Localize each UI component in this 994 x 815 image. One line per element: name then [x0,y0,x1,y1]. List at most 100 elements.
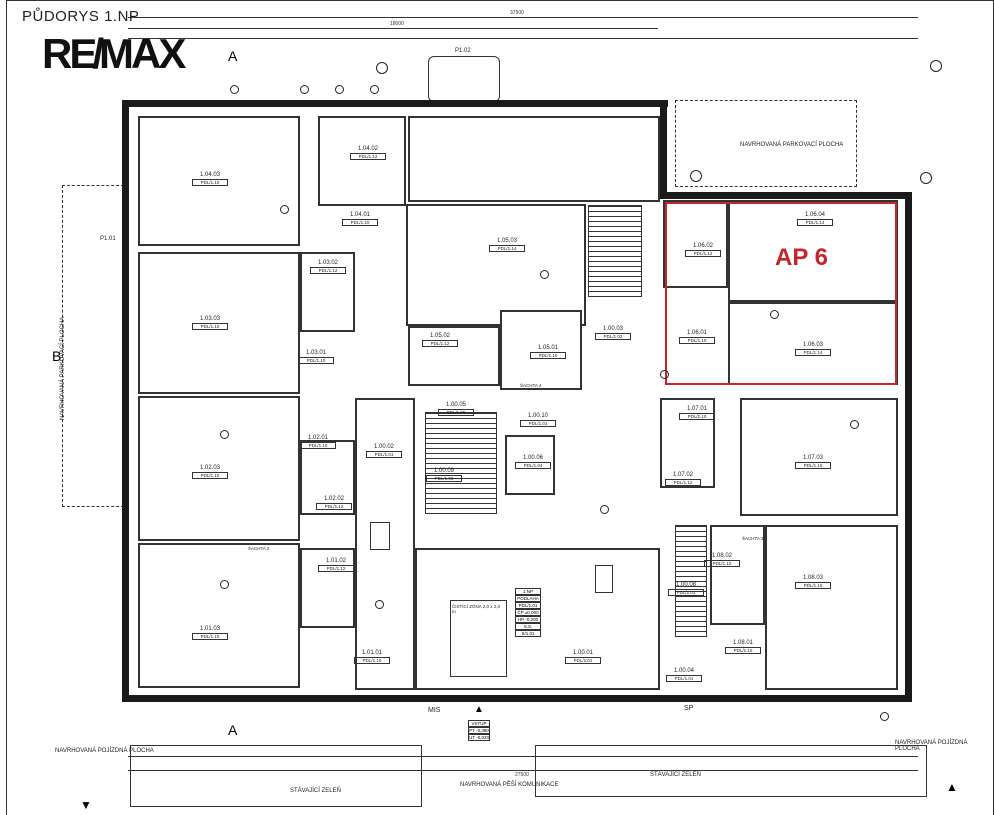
apartment-6-label: AP 6 [775,244,828,271]
parking-label: NAVRHOVANÁ PARKOVACÍ PLOCHA [740,142,844,148]
north-arrow-icon: ▼ [80,798,92,812]
light-symbol-icon [220,430,229,439]
room-1.06.04 [728,200,898,302]
parking-label: NAVRHOVANÁ PARKOVACÍ PLOCHA [60,316,66,420]
room-1.00.01 [415,548,660,690]
shaft-label: ŠACHTA 3 [742,536,764,541]
room-1.07.03 [740,398,898,516]
light-symbol-icon [335,85,344,94]
cleaning-zone [450,600,507,677]
remax-logo: RE/MAX [42,30,186,77]
label-p102: P1.02 [455,48,471,54]
shaft-label: ŠACHTA 2 [248,546,270,551]
room-kitchen-top [408,116,660,202]
parking-area [62,185,124,507]
column-symbol-icon [690,170,702,182]
light-symbol-icon [220,580,229,589]
legend-cell: HP -0,200 [515,616,541,623]
mis-label: MIS [428,707,441,714]
parking-area [675,100,857,187]
legend-cell: PDL/1.01 [515,602,541,609]
room-1.03.02 [300,252,355,332]
room-1.00.06 [505,435,555,495]
elevator [370,522,390,550]
greenery-area [130,745,422,807]
light-symbol-icon [370,85,379,94]
walkway-label: NAVRHOVANÁ PĚŠÍ KOMUNIKACE [460,782,559,788]
light-symbol-icon [230,85,239,94]
north-arrow-icon: ▲ [946,780,958,794]
cleaning-zone-label: ČISTÍCÍ ZÓNA 2,0 x 2,0 m [452,604,501,614]
legend-cell: S/1.01 [515,630,541,637]
dimension-total: 37500 [510,10,524,16]
greenery-label: STÁVAJÍCÍ ZELEŇ [290,788,341,794]
room-1.05.02 [408,326,500,386]
staircase [425,412,497,514]
light-symbol-icon [540,270,549,279]
room-1.06.02 [663,200,728,288]
dimension-top: 18000 [390,21,404,27]
entrance-table: VSTUP PT -0,380 UT -0,020 [468,720,490,741]
paving-label: NAVRHOVANÁ POJÍZDNÁ PLOCHA [55,748,154,754]
room-1.01.02 [300,548,355,628]
entrance-pt: PT -0,380 [468,727,490,734]
greenery-area [535,745,927,797]
room-1.04.03 [138,116,300,246]
light-symbol-icon [660,370,669,379]
sp-label: SP [684,705,694,712]
light-symbol-icon [300,85,309,94]
dimension-line [128,770,918,771]
legend-cell: 1.NP [515,588,541,595]
dimension-line [128,17,918,18]
label-p101: P1.01 [100,236,116,242]
staircase [588,205,642,297]
section-marker-a: A [228,48,238,64]
room-1.05.03 [406,204,586,326]
legend-cell: PODLAHA [515,595,541,602]
room-1.08.03 [765,525,898,690]
dimension-line [128,28,658,29]
section-marker-a: A [228,722,238,738]
drawing-title: PŮDORYS 1.NP [22,8,140,25]
exterior-wall [660,100,667,199]
light-symbol-icon [375,600,384,609]
room-1.02.02 [300,440,355,515]
dimension-line [128,756,918,757]
legend-cell: S.S. [515,623,541,630]
column-symbol-icon [920,172,932,184]
entrance-arrow-icon: ▲ [474,704,484,715]
entrance-label: VSTUP [468,720,490,727]
room-1.03.03 [138,252,300,394]
apartment-6-highlight[interactable] [665,202,897,385]
light-symbol-icon [770,310,779,319]
